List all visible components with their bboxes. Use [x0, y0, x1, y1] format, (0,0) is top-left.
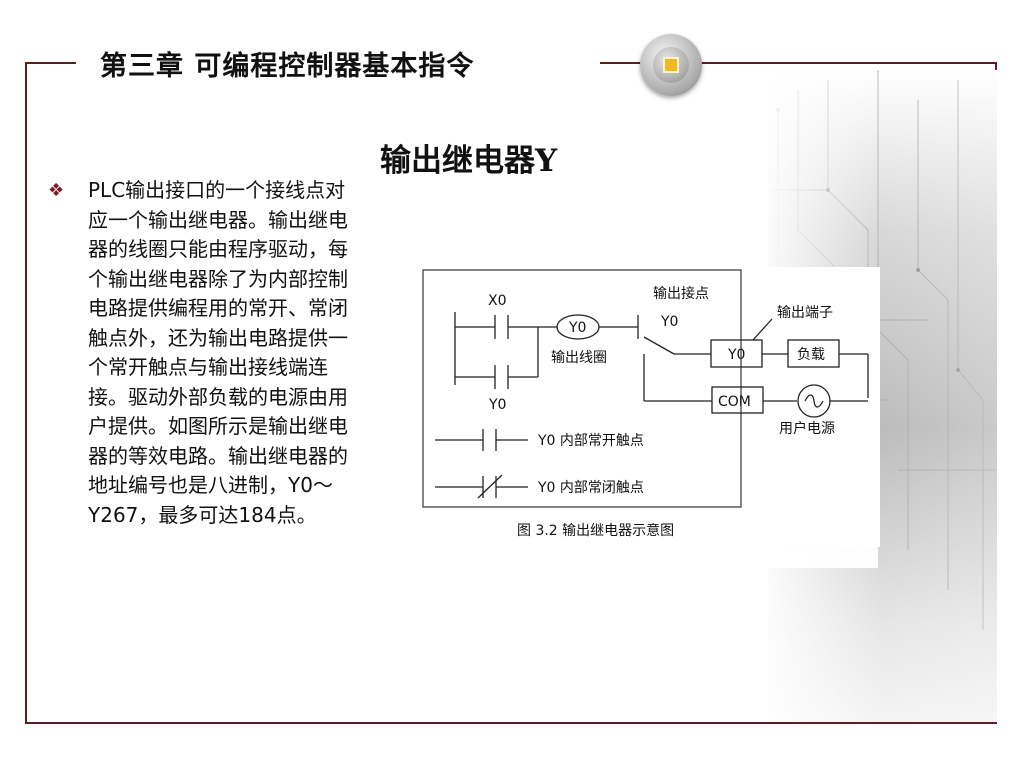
bullet-paragraph: PLC输出接口的一个接线点对应一个输出继电器。输出继电器的线圈只能由程序驱动，每… — [88, 178, 348, 527]
figure-caption: 图 3.2 输出继电器示意图 — [517, 522, 674, 539]
output-relay-diagram: X0 Y0 Y0 输出线圈 输出接点 Y0 输出端子 Y0 负载 COM 用户电… — [420, 267, 880, 547]
diamond-cluster-bullet-icon: ❖ — [48, 180, 65, 201]
com-label: COM — [718, 394, 751, 410]
y0-contact-label: Y0 — [488, 397, 506, 413]
legend-no-label: Y0 内部常开触点 — [537, 433, 644, 449]
coil-caption: 输出线圈 — [551, 350, 607, 366]
slide-title: 输出继电器Y — [380, 143, 558, 179]
output-contact-title: 输出接点 — [653, 285, 709, 302]
header-rule-mid — [600, 62, 640, 64]
coil-label: Y0 — [568, 320, 586, 336]
power-source-label: 用户电源 — [779, 420, 835, 437]
load-label: 负载 — [797, 347, 825, 363]
output-contact-y0: Y0 — [660, 314, 678, 330]
x0-label: X0 — [488, 293, 507, 309]
terminal-title: 输出端子 — [777, 305, 833, 321]
terminal-y0: Y0 — [727, 347, 745, 363]
chapter-title: 第三章 可编程控制器基本指令 — [100, 51, 475, 82]
square-emblem-icon — [640, 34, 702, 96]
legend-nc-label: Y0 内部常闭触点 — [537, 480, 644, 496]
header-rule-left — [25, 62, 75, 64]
title-mask — [76, 40, 606, 86]
